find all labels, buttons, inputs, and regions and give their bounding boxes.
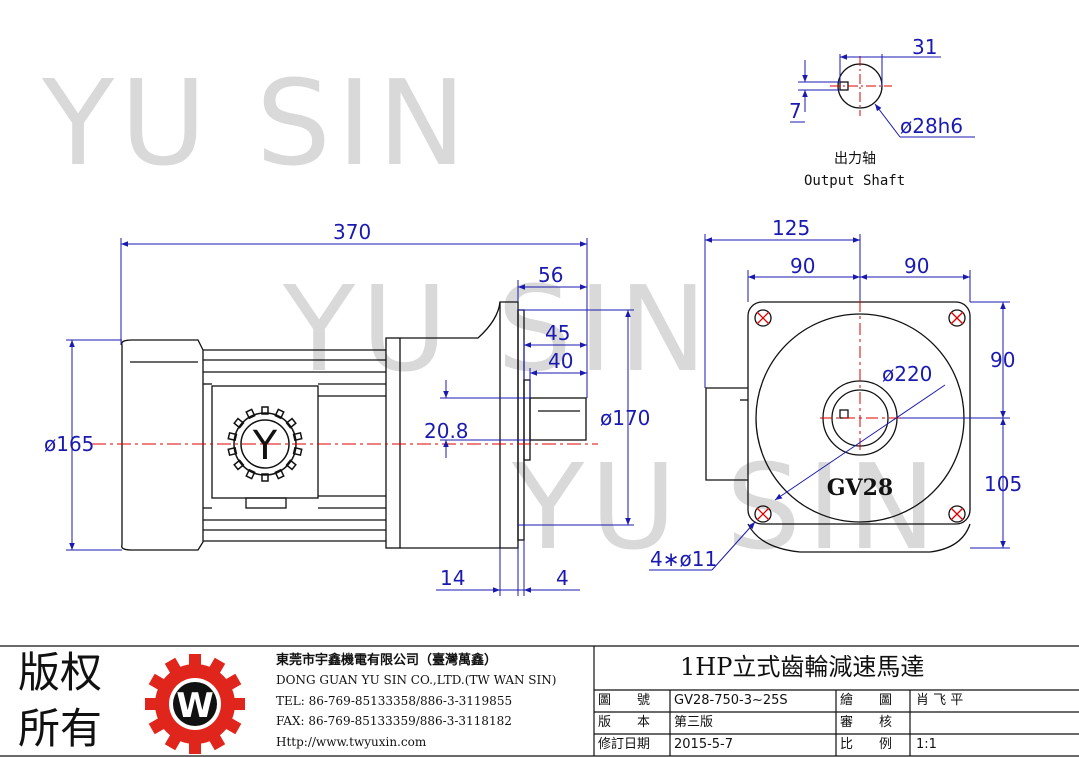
- dim-shaft-20-8: 20.8: [424, 419, 469, 443]
- dim-370: 370: [333, 220, 372, 244]
- gearbox-mark: GV28: [827, 475, 893, 501]
- dim-40: 40: [548, 349, 574, 373]
- mounting-holes: [754, 309, 966, 523]
- row-3-key-1: 修訂日期: [598, 737, 651, 752]
- dim-125: 125: [772, 216, 811, 240]
- copyright-line-2: 所有: [18, 704, 103, 753]
- company-name-zh: 東莞市宇鑫機電有限公司（臺灣萬鑫）: [276, 653, 498, 668]
- dim-key-7: 7: [789, 99, 802, 123]
- row-2-value-1: 第三版: [674, 715, 714, 730]
- dim-105: 105: [984, 472, 1023, 496]
- row-1-value-1: GV28-750-3~25S: [674, 693, 788, 708]
- logo-letter: W: [176, 686, 214, 726]
- dim-90-vertical: 90: [990, 348, 1016, 372]
- dim-holes: 4∗ø11: [650, 547, 718, 571]
- company-fax: FAX: 86-769-85133359/886-3-3118182: [276, 714, 512, 728]
- dim-56: 56: [538, 263, 564, 287]
- dim-45: 45: [545, 321, 571, 345]
- watermark-center: YU SIN: [283, 260, 713, 398]
- dim-90-left: 90: [790, 254, 816, 278]
- row-2-key-2: 審 核: [840, 715, 893, 730]
- shaft-label-en: Output Shaft: [804, 173, 906, 189]
- row-3-key-2: 比 例: [840, 737, 893, 752]
- dim-14: 14: [440, 566, 466, 590]
- dim-4: 4: [556, 566, 569, 590]
- dim-dia-220: ø220: [882, 362, 933, 386]
- row-3-value-2: 1:1: [916, 737, 937, 752]
- row-3-value-1: 2015-5-7: [674, 737, 734, 752]
- shaft-label-zh: 出力轴: [834, 151, 876, 167]
- product-title: 1HP立式齒輪減速馬達: [680, 653, 925, 681]
- dim-dia-170: ø170: [600, 406, 651, 430]
- dim-key-31: 31: [912, 35, 938, 59]
- company-logo: [145, 654, 245, 754]
- watermark-bottom-right: YU SIN: [512, 438, 942, 576]
- row-1-key-1: 圖 號: [598, 693, 651, 708]
- motor-gear-logo: [227, 406, 303, 482]
- front-dimension-lines: [649, 234, 1010, 571]
- dim-shaft-dia: ø28h6: [900, 114, 964, 138]
- watermark-top-left: YU SIN: [42, 54, 472, 192]
- dim-dia-165: ø165: [44, 432, 95, 456]
- company-tel: TEL: 86-769-85133358/886-3-3119855: [276, 694, 513, 708]
- row-1-value-2: 肖 飞 平: [916, 693, 964, 708]
- row-1-key-2: 繪 圖: [840, 693, 893, 708]
- company-url: Http://www.twyuxin.com: [276, 735, 427, 749]
- front-view-flange: [705, 301, 971, 553]
- side-dimension-lines: [66, 238, 634, 596]
- motor-logo-letter: Y: [252, 423, 278, 469]
- copyright-line-1: 版权: [18, 648, 103, 697]
- dim-90-right: 90: [904, 254, 930, 278]
- company-name-en: DONG GUAN YU SIN CO.,LTD.(TW WAN SIN): [276, 673, 557, 687]
- side-view-motor: [121, 301, 587, 551]
- row-2-key-1: 版 本: [598, 715, 651, 730]
- title-block-lines: [0, 645, 1079, 757]
